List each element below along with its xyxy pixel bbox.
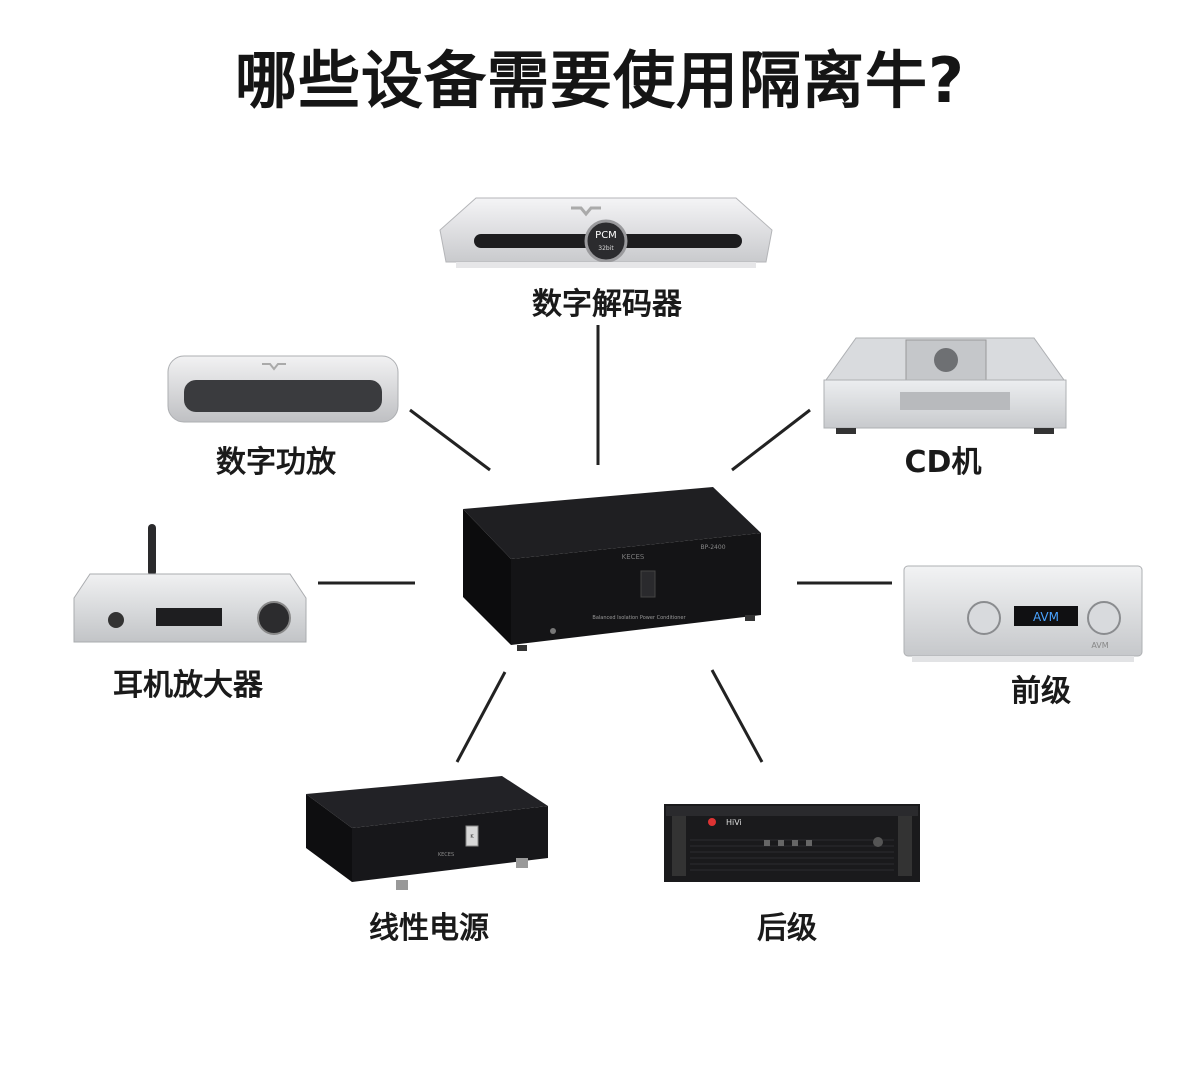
headphone-amp-device-image bbox=[72, 520, 310, 648]
digital-amp-device-image bbox=[166, 352, 400, 426]
svg-text:32bit: 32bit bbox=[598, 245, 614, 252]
isolation-transformer-device-image: KECES BP-2400 Balanced Isolation Power C… bbox=[463, 487, 763, 655]
svg-text:AVM: AVM bbox=[1091, 641, 1108, 650]
power-amp-device-image: HiVi bbox=[664, 800, 920, 884]
linear-psu-label: 线性电源 bbox=[369, 911, 489, 946]
preamp-device-image: AVM AVM bbox=[902, 562, 1144, 666]
svg-text:PCM: PCM bbox=[595, 230, 617, 241]
digital-amp-label: 数字功放 bbox=[216, 445, 336, 480]
cd-player-label: CD机 bbox=[904, 445, 982, 480]
connector-linear-psu bbox=[455, 671, 507, 763]
svg-text:BP-2400: BP-2400 bbox=[700, 544, 725, 551]
page-title: 哪些设备需要使用隔离牛? bbox=[235, 44, 965, 117]
svg-text:Balanced Isolation Power Condi: Balanced Isolation Power Conditioner bbox=[592, 615, 686, 621]
preamp-label: 前级 bbox=[1011, 674, 1071, 709]
dac-label: 数字解码器 bbox=[532, 287, 682, 322]
linear-psu-device-image: K KECES bbox=[306, 772, 550, 894]
connector-power-amp bbox=[710, 669, 764, 763]
dac-device-image: PCM 32bit bbox=[436, 190, 776, 272]
svg-text:AVM: AVM bbox=[1033, 610, 1059, 624]
connector-cd bbox=[731, 408, 811, 472]
connector-digital-amp bbox=[409, 408, 491, 472]
svg-text:KECES: KECES bbox=[622, 553, 645, 561]
headphone-amp-label: 耳机放大器 bbox=[113, 668, 263, 703]
cd-player-device-image bbox=[820, 336, 1070, 436]
svg-text:K: K bbox=[470, 834, 474, 840]
svg-text:HiVi: HiVi bbox=[726, 818, 742, 827]
svg-text:KECES: KECES bbox=[438, 852, 454, 858]
power-amp-label: 后级 bbox=[757, 911, 817, 946]
